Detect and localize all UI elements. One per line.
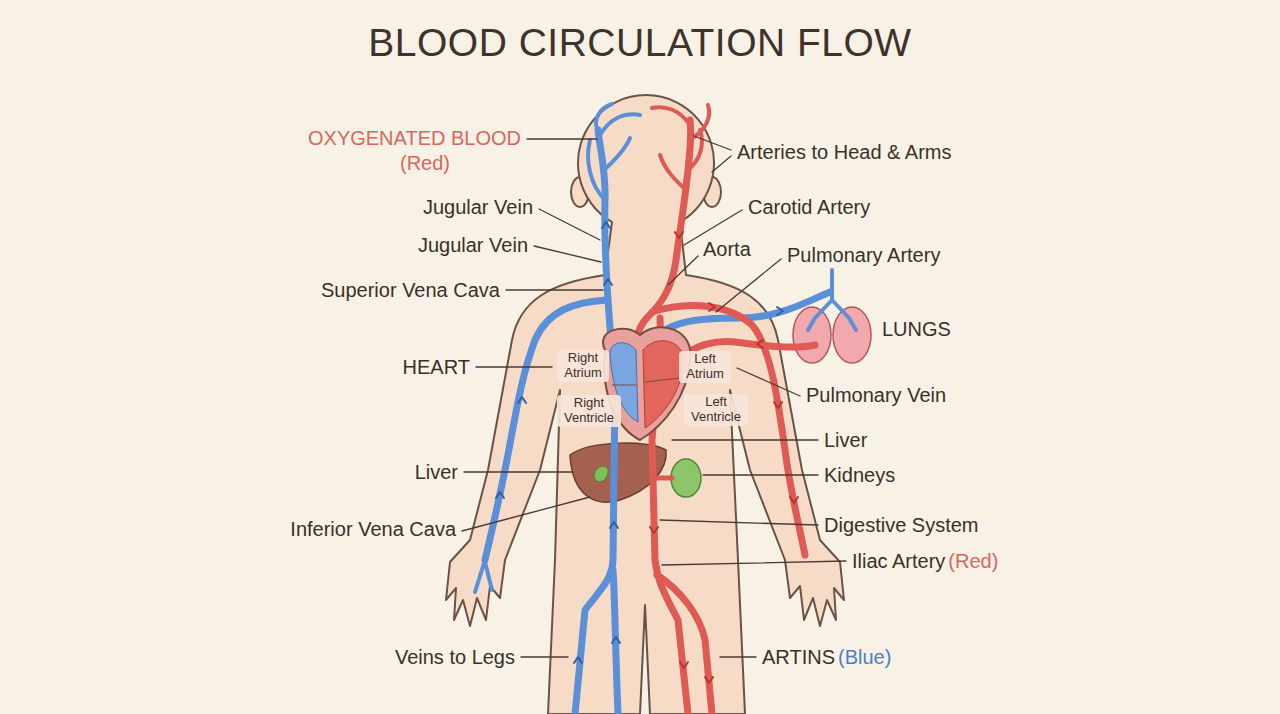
head-artery (652, 105, 709, 190)
artery-arrow (709, 303, 715, 311)
leader-line (660, 520, 818, 525)
color-note: (Blue) (838, 646, 891, 669)
hand-vein (475, 560, 492, 592)
vein-arrow (602, 222, 610, 228)
head-vein (588, 104, 640, 200)
leader-line (527, 138, 597, 139)
leader-line (668, 256, 698, 285)
part-label: Jugular Vein (418, 234, 528, 257)
chamber-label: Right Atrium (557, 350, 609, 382)
chamber-label: Left Atrium (679, 351, 731, 383)
organ-label: HEART (403, 356, 470, 379)
part-label: Pulmonary Vein (806, 384, 946, 407)
artery-arrow (757, 340, 763, 348)
leader-line (662, 561, 846, 565)
leg-artery (657, 575, 712, 714)
artery-arrow (650, 527, 658, 533)
part-label: Carotid Artery (748, 196, 870, 219)
gallbladder (594, 466, 608, 481)
organ-label: Liver (824, 429, 867, 452)
leader-line (521, 656, 568, 657)
leader-line (703, 474, 818, 475)
part-label: Jugular Vein (423, 196, 533, 219)
leader-line (539, 209, 600, 240)
vein-arrow (777, 307, 783, 315)
leader-line (672, 439, 818, 440)
part-label: Superior Vena Cava (321, 279, 500, 302)
vein-arrow (604, 279, 612, 285)
leader-line (694, 136, 731, 150)
flow-arrows (496, 222, 798, 683)
part-label: Pulmonary Artery (787, 244, 940, 267)
leader-line (464, 471, 572, 472)
organ-label: Kidneys (824, 464, 895, 487)
vein-arrow (574, 657, 582, 663)
vein-arrow (518, 397, 526, 403)
diagram-title: BLOOD CIRCULATION FLOW (0, 22, 1280, 65)
organ-label: Digestive System (824, 514, 979, 537)
leader-line (462, 497, 590, 531)
part-label: Iliac Artery (852, 550, 945, 573)
leader-line (737, 368, 800, 396)
part-label: Inferior Vena Cava (290, 518, 456, 541)
color-note: (Red) (948, 550, 998, 573)
vein-arrow (610, 522, 618, 528)
vein-arrow (496, 492, 504, 498)
lung (793, 307, 831, 363)
renal-artery (655, 476, 672, 481)
leader-line (476, 366, 552, 367)
key-label: OXYGENATED BLOOD (308, 127, 521, 150)
body-outline (446, 95, 844, 714)
body (446, 95, 844, 714)
artery-arrow (680, 662, 688, 668)
organ-label: Liver (415, 461, 458, 484)
leader-line (712, 156, 731, 172)
lung (833, 307, 871, 363)
chamber-label: Left Ventricle (684, 394, 748, 426)
color-note: (Red) (400, 152, 450, 175)
vein-arrow (612, 637, 620, 643)
inferior-vena-cava (575, 400, 615, 714)
arm-vein (485, 300, 607, 560)
kidney (671, 459, 701, 497)
artery-arrow (675, 232, 683, 238)
heart-left-side (643, 341, 684, 428)
leader-line (534, 246, 601, 262)
part-label: Aorta (703, 238, 751, 261)
leader-line (720, 656, 756, 657)
part-label: Arteries to Head & Arms (737, 141, 952, 164)
key-label: ARTINS (762, 646, 835, 669)
organ-label: LUNGS (882, 318, 951, 341)
artery-arrow (774, 402, 782, 408)
artery-arrow (705, 677, 713, 683)
leader-line (716, 259, 781, 312)
leader-line (506, 289, 603, 290)
chamber-label: Right Ventricle (557, 395, 621, 427)
part-label: Veins to Legs (395, 646, 515, 669)
artery-arrow (790, 497, 798, 503)
heart-valve (612, 378, 680, 385)
